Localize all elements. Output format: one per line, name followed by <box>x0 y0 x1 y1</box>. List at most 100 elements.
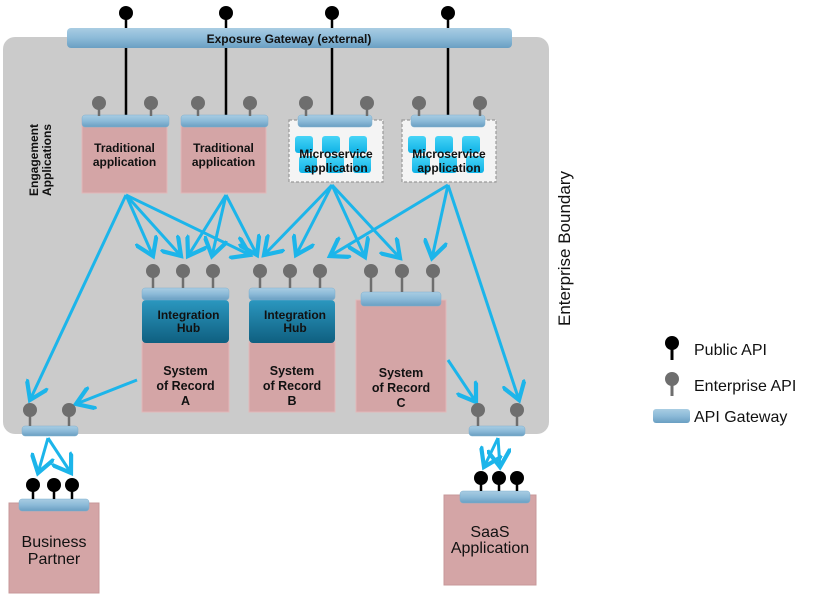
hub-label: Integration <box>158 308 220 322</box>
flow-arrow <box>124 194 153 256</box>
flow-arrow <box>498 437 500 467</box>
system-label: of Record <box>156 379 214 393</box>
enterprise-api-icon <box>191 96 205 116</box>
microservice-cell <box>353 156 371 173</box>
exposure-gateway-label: Exposure Gateway (external) <box>207 32 372 46</box>
microservice-cell <box>349 136 367 153</box>
microservice-cell <box>295 136 313 153</box>
flow-arrow <box>330 183 400 258</box>
system-label: C <box>396 396 405 410</box>
system-label: B <box>287 394 296 408</box>
public-api-icon <box>26 478 40 499</box>
enterprise-api-icon <box>313 264 327 288</box>
app-gateway <box>297 114 373 128</box>
partner-gateway <box>18 498 90 512</box>
system-of-record-box <box>248 341 336 413</box>
business-partner-box <box>8 502 100 594</box>
enterprise-api-icon <box>299 96 313 116</box>
app-label: Traditional <box>94 141 155 155</box>
app-gateway <box>410 114 486 128</box>
legend-api-gateway: API Gateway <box>694 409 787 426</box>
saas-gateway <box>459 490 531 504</box>
microservice-cell <box>299 156 317 173</box>
system-gateway <box>360 291 442 307</box>
enterprise-api-icon <box>412 96 426 116</box>
system-gateway <box>248 287 336 301</box>
hub-label: Hub <box>177 321 200 335</box>
app-gateway <box>180 114 269 128</box>
enterprise-api-icon <box>510 403 524 426</box>
enterprise-api-icon <box>146 264 160 288</box>
external-label: SaaS <box>470 524 509 541</box>
enterprise-api-icon <box>243 96 257 116</box>
microservice-cell <box>466 156 484 173</box>
system-label: of Record <box>263 379 321 393</box>
enterprise-api-icon <box>206 264 220 288</box>
enterprise-api-icon <box>665 372 679 396</box>
enterprise-api-icon <box>62 403 76 426</box>
app-label: application <box>93 155 156 169</box>
microservice-cell <box>462 136 480 153</box>
integration-hub <box>249 300 335 343</box>
public-api-icon <box>325 6 339 28</box>
flow-arrow <box>30 194 128 400</box>
enterprise-api-icon <box>473 96 487 116</box>
app-gateway <box>81 114 170 128</box>
app-label: Traditional <box>193 141 254 155</box>
enterprise-api-icon <box>364 264 378 292</box>
system-label: of Record <box>372 381 430 395</box>
legend: Public API Enterprise API API Gateway <box>653 336 796 426</box>
system-gateway <box>141 287 230 301</box>
hub-label: Hub <box>283 321 306 335</box>
microservice-cell <box>408 136 426 153</box>
enterprise-api-icon <box>144 96 158 116</box>
enterprise-api-icon <box>176 264 190 288</box>
flow-arrow <box>446 184 519 400</box>
app-label: Microservice <box>412 147 486 161</box>
system-of-record-box <box>355 299 447 413</box>
external-label: Application <box>451 540 529 557</box>
traditional-app-box <box>81 119 168 194</box>
flow-arrow <box>38 437 48 473</box>
public-api-icon <box>441 6 455 28</box>
public-api-icon <box>492 471 506 491</box>
flow-arrow <box>330 184 365 257</box>
public-api-icon <box>474 471 488 491</box>
enterprise-boundary-label: Enterprise Boundary <box>555 171 574 326</box>
enterprise-api-icon <box>360 96 374 116</box>
engagement-label-line2: Applications <box>40 124 54 196</box>
app-label: Microservice <box>299 147 373 161</box>
flow-arrow <box>46 437 71 473</box>
enterprise-api-icon <box>426 264 440 292</box>
system-label: System <box>379 366 423 380</box>
app-label: application <box>417 161 480 175</box>
flow-arrow <box>76 378 138 404</box>
api-gateway-icon <box>653 409 690 423</box>
microservice-cell <box>439 156 457 173</box>
flow-arrow <box>446 359 476 402</box>
flow-arrow <box>188 194 228 256</box>
enterprise-api-icon <box>253 264 267 288</box>
flow-arrow <box>432 184 450 258</box>
engagement-label-line1: Engagement <box>27 124 41 196</box>
flow-arrow <box>224 194 257 255</box>
partner-exit-gateway <box>21 425 79 437</box>
system-label: System <box>163 364 207 378</box>
flow-arrow <box>125 193 250 255</box>
public-api-icon <box>65 478 79 499</box>
public-api-icon <box>119 6 133 28</box>
flow-arrow <box>212 194 226 256</box>
public-api-icon <box>510 471 524 491</box>
flow-arrow <box>264 183 334 255</box>
microservice-cell <box>326 156 344 173</box>
microservice-cell <box>412 156 430 173</box>
public-api-icon <box>665 336 679 360</box>
external-label: Business <box>22 534 87 551</box>
microservice-cell <box>435 136 453 153</box>
saas-app-box <box>443 494 537 586</box>
legend-public-api: Public API <box>694 342 767 359</box>
system-label: A <box>181 394 190 408</box>
saas-exit-gateway <box>468 425 526 437</box>
flow-arrow <box>296 184 334 255</box>
